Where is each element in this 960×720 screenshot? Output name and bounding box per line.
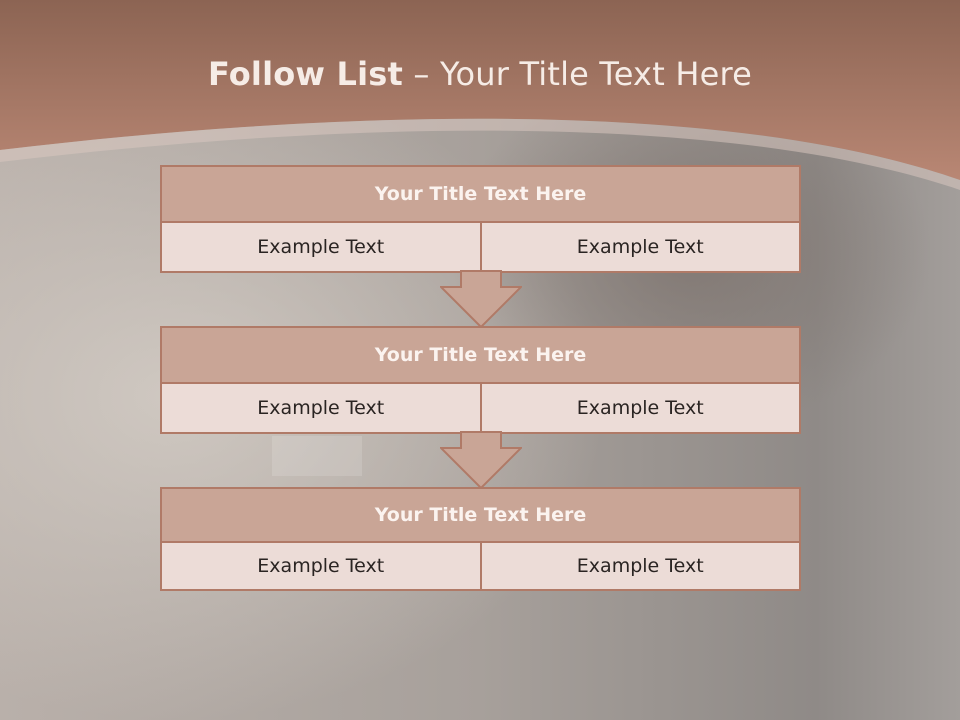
block-title[interactable]: Your Title Text Here <box>160 487 801 543</box>
block-row: Example Text Example Text <box>160 384 801 434</box>
block-cell-right[interactable]: Example Text <box>481 223 801 273</box>
follow-block-1: Your Title Text Here Example Text Exampl… <box>160 165 801 273</box>
block-cell-right[interactable]: Example Text <box>481 543 801 591</box>
slide-title: Follow List – Your Title Text Here <box>0 55 960 93</box>
block-cell-left[interactable]: Example Text <box>160 223 482 273</box>
block-row: Example Text Example Text <box>160 543 801 591</box>
block-title[interactable]: Your Title Text Here <box>160 165 801 223</box>
block-title[interactable]: Your Title Text Here <box>160 326 801 384</box>
block-row: Example Text Example Text <box>160 223 801 273</box>
slide-title-bold: Follow List <box>207 55 404 93</box>
follow-block-3: Your Title Text Here Example Text Exampl… <box>160 487 801 591</box>
follow-block-2: Your Title Text Here Example Text Exampl… <box>160 326 801 434</box>
block-cell-left[interactable]: Example Text <box>160 384 482 434</box>
down-arrow-icon <box>440 431 522 489</box>
slide-title-rest: – Your Title Text Here <box>403 55 753 93</box>
block-cell-left[interactable]: Example Text <box>160 543 482 591</box>
down-arrow-icon <box>440 270 522 328</box>
block-cell-right[interactable]: Example Text <box>481 384 801 434</box>
